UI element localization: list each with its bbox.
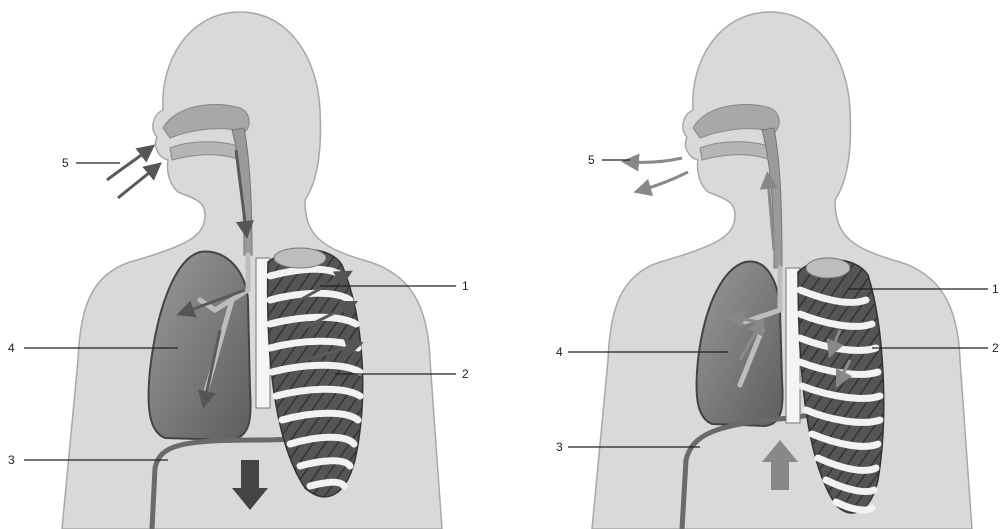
label-5: 5 xyxy=(588,153,595,167)
body-silhouette xyxy=(62,12,442,529)
label-3: 3 xyxy=(8,453,15,467)
label-4: 4 xyxy=(556,345,563,359)
label-5: 5 xyxy=(62,156,69,170)
label-3: 3 xyxy=(556,440,563,454)
panel-inhalation: 1 2 3 4 5 xyxy=(8,12,469,529)
label-4: 4 xyxy=(8,341,15,355)
label-2: 2 xyxy=(462,367,469,381)
label-1: 1 xyxy=(462,279,469,293)
label-1: 1 xyxy=(992,282,999,296)
panel-exhalation: 1 2 3 4 5 xyxy=(556,12,999,529)
label-2: 2 xyxy=(992,341,999,355)
